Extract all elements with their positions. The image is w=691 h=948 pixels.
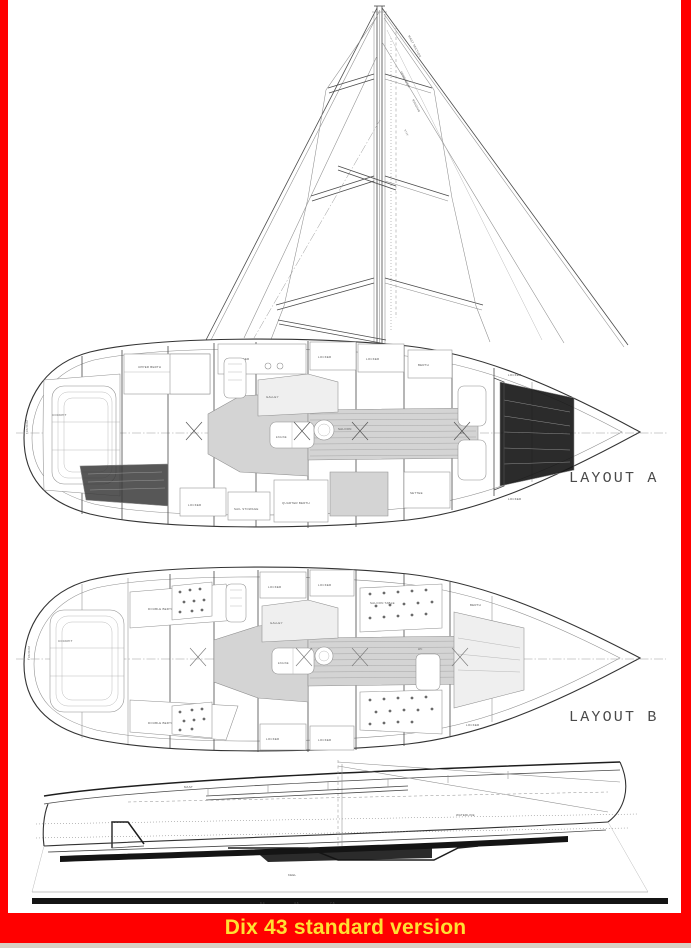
drawing-sheet: MAST SECTION SPREADER RIGGING STAY xyxy=(8,0,681,914)
svg-text:WC: WC xyxy=(460,432,465,435)
profile-elevation-view: MAST WATERLINE KEEL 9.4 4.6 7.6 xyxy=(8,752,681,914)
layout-b-cockpit: TRANSOM COCKPIT xyxy=(28,609,125,713)
svg-text:TRANSOM: TRANSOM xyxy=(28,646,31,660)
svg-text:LOCKER: LOCKER xyxy=(508,497,521,501)
layout-a-structure-marks xyxy=(185,421,471,441)
svg-text:WATERLINE: WATERLINE xyxy=(456,813,475,817)
svg-text:LOCKER: LOCKER xyxy=(268,585,281,589)
svg-text:SETTEE: SETTEE xyxy=(410,491,423,495)
layout-b-forward-cabin: BERTH WC LOCKER xyxy=(415,603,525,727)
svg-text:QUARTER BERTH: QUARTER BERTH xyxy=(282,501,310,505)
layout-b-label: LAYOUT B xyxy=(569,709,659,726)
layout-a-chart-table xyxy=(223,357,284,399)
layout-a-galley: GALLEY ENGINE xyxy=(257,373,339,449)
caption-banner: Dix 43 standard version xyxy=(0,913,691,943)
caption-text: Dix 43 standard version xyxy=(224,916,467,939)
layout-b-galley: GALLEY ENGINE xyxy=(225,583,339,675)
mast-and-rigging xyxy=(205,5,629,350)
sail-plan-view: MAST SECTION SPREADER RIGGING STAY xyxy=(8,0,681,360)
svg-text:WC: WC xyxy=(418,648,423,651)
svg-text:ENGINE: ENGINE xyxy=(278,662,289,665)
svg-text:9.4: 9.4 xyxy=(260,901,265,905)
layout-a-quarter-berth xyxy=(79,463,169,507)
svg-text:SALOON: SALOON xyxy=(338,427,352,431)
profile-hull xyxy=(31,760,668,904)
svg-text:GALLEY: GALLEY xyxy=(270,621,283,625)
layout-b-plan-view: TRANSOM COCKPIT DOUBLE BERTH DOUBLE BERT… xyxy=(8,558,681,770)
svg-text:UPPER BERTH: UPPER BERTH xyxy=(138,365,161,369)
layout-b-stipple-blocks: SALOON TABLE xyxy=(171,581,443,739)
layout-a-settee-port: UPPER BERTH xyxy=(123,353,211,395)
svg-text:MAST: MAST xyxy=(184,785,193,789)
svg-text:RIGGING: RIGGING xyxy=(411,99,421,114)
layout-a-forward-cabin: LOCKER LOCKER xyxy=(493,373,575,501)
svg-text:LOCKER: LOCKER xyxy=(318,355,331,359)
sail-plan-annotations: MAST SECTION SPREADER RIGGING STAY xyxy=(399,35,422,137)
layout-a-plan-view: COCKPIT TRANSOM UPPER BERTH xyxy=(8,330,681,545)
svg-text:LOCKER: LOCKER xyxy=(466,723,479,727)
svg-text:LOCKER: LOCKER xyxy=(318,738,331,742)
svg-text:SPREADER: SPREADER xyxy=(399,71,411,89)
svg-text:STAY: STAY xyxy=(403,129,409,137)
profile-annotations: MAST WATERLINE KEEL 9.4 4.6 7.6 xyxy=(184,785,475,905)
bottom-strip xyxy=(0,943,691,948)
svg-text:LOCKER: LOCKER xyxy=(188,503,201,507)
svg-text:BERTH: BERTH xyxy=(470,603,481,607)
svg-text:LOCKER: LOCKER xyxy=(508,373,521,377)
layout-a-bottom-compartments: LOCKER SAIL STOWAGE QUARTER BERTH SETTEE xyxy=(179,471,451,523)
svg-text:TRANSOM: TRANSOM xyxy=(26,420,29,434)
svg-text:DOUBLE BERTH: DOUBLE BERTH xyxy=(148,721,173,725)
svg-text:COCKPIT: COCKPIT xyxy=(52,413,67,417)
svg-text:SALOON TABLE: SALOON TABLE xyxy=(370,601,395,605)
layout-a-heads: WC xyxy=(457,385,487,481)
layout-b-structure-marks xyxy=(189,647,469,667)
svg-text:SAIL STOWAGE: SAIL STOWAGE xyxy=(234,507,259,511)
svg-text:COCKPIT: COCKPIT xyxy=(58,639,73,643)
svg-text:BERTH: BERTH xyxy=(418,363,429,367)
svg-text:4.6: 4.6 xyxy=(294,901,299,905)
svg-text:ENGINE: ENGINE xyxy=(276,436,287,439)
svg-text:KEEL: KEEL xyxy=(288,873,297,877)
svg-text:LOCKER: LOCKER xyxy=(266,737,279,741)
svg-text:7.6: 7.6 xyxy=(330,901,335,905)
svg-text:LOCKER: LOCKER xyxy=(318,583,331,587)
svg-text:GALLEY: GALLEY xyxy=(266,395,279,399)
svg-text:DOUBLE BERTH: DOUBLE BERTH xyxy=(148,607,173,611)
layout-b-small-lockers: LOCKER LOCKER LOCKER LOCKER xyxy=(259,569,355,751)
layout-a-label: LAYOUT A xyxy=(569,470,659,487)
svg-text:LOCKER: LOCKER xyxy=(366,357,379,361)
